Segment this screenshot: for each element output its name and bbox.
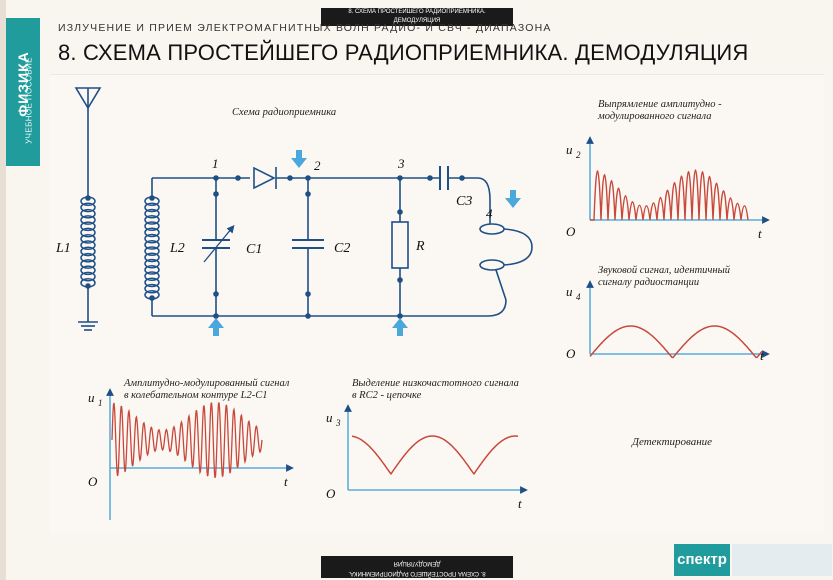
sound-ylabel: u	[566, 284, 573, 299]
arrow-down-icon	[505, 190, 521, 208]
detection-label: Детектирование	[632, 436, 713, 448]
am-ylabel-sub: 1	[98, 398, 103, 408]
am-caption: Амплитудно-модулированный сигнал в колеб…	[124, 378, 289, 402]
ground-icon	[78, 321, 98, 331]
graph-rectified: u 2 O t	[566, 136, 770, 241]
am-xlabel: t	[284, 474, 288, 489]
label-c3: C3	[456, 194, 472, 209]
label-l2: L2	[169, 241, 185, 256]
am-ylabel: u	[88, 390, 95, 405]
lowfreq-caption-line1: Выделение низкочастотного сигнала	[352, 378, 519, 389]
publisher-logo: спектр	[674, 544, 730, 576]
am-origin: O	[88, 474, 98, 489]
graph-sound: u 4 O t	[566, 280, 770, 363]
rectified-ylabel: u	[566, 142, 573, 157]
rectified-ylabel-sub: 2	[576, 150, 581, 160]
capacitor-c3	[439, 166, 449, 190]
sound-ylabel-sub: 4	[576, 292, 581, 302]
headphones-icon	[479, 200, 533, 301]
junction-dots	[149, 175, 465, 319]
label-r: R	[415, 239, 425, 254]
sheet-label-line2: ДЕМОДУЛЯЦИЯ	[393, 18, 441, 24]
label-l1: L1	[55, 241, 71, 256]
poster-title: 8. СХЕМА ПРОСТЕЙШЕГО РАДИОПРИЕМНИКА. ДЕМ…	[58, 40, 749, 65]
graph-am: u 1 O t	[88, 388, 294, 520]
sound-caption: Звуковой сигнал, идентичный сигналу ради…	[598, 265, 730, 289]
arrow-down-icon	[291, 150, 307, 168]
poster-left-edge	[0, 0, 6, 580]
coil-l1	[80, 196, 96, 288]
node-4: 4	[486, 206, 493, 221]
rectified-xlabel: t	[758, 226, 762, 241]
lowfreq-ylabel: u	[326, 410, 333, 425]
am-caption-line1: Амплитудно-модулированный сигнал	[124, 378, 290, 389]
pointer-arrows	[208, 150, 521, 336]
sound-caption-line2: сигналу радиостанции	[598, 277, 700, 288]
content-panel	[50, 74, 824, 533]
lowfreq-origin: O	[326, 486, 336, 501]
rectified-signal-curve	[590, 169, 749, 221]
lowfreq-caption-line2: в RC2 - цепочке	[352, 390, 422, 401]
lowfreq-caption: Выделение низкочастотного сигнала в RC2 …	[352, 378, 519, 402]
coil-l2	[144, 196, 160, 300]
sound-caption-line1: Звуковой сигнал, идентичный	[598, 265, 730, 276]
node-2: 2	[314, 158, 321, 173]
circuit-caption: Схема радиоприемника	[232, 107, 337, 118]
capacitor-c2	[292, 239, 324, 249]
antenna-branch	[74, 87, 102, 331]
publisher-info-block	[732, 544, 832, 576]
rectified-caption-line2: модулированного сигнала	[598, 111, 712, 122]
sheet-label-line1: 8. СХЕМА ПРОСТЕЙШЕГО РАДИОПРИЕМНИКА.	[348, 9, 486, 15]
lowfreq-signal-curve	[351, 435, 519, 475]
lowfreq-ylabel-sub: 3	[335, 418, 341, 428]
resistor-r	[391, 221, 409, 269]
capacitor-c1	[202, 224, 235, 263]
node-3: 3	[397, 156, 405, 171]
diode-icon	[253, 166, 277, 190]
arrow-up-icon	[208, 318, 224, 336]
sound-signal-curve	[589, 325, 763, 359]
poster-subtitle: ИЗЛУЧЕНИЕ И ПРИЕМ ЭЛЕКТРОМАГНИТНЫХ ВОЛН …	[58, 22, 552, 34]
side-tab: ФИЗИКА УЧЕБНОЕ ПОСОБИЕ	[6, 18, 40, 166]
footer-label-line1: 8. СХЕМА ПРОСТЕЙШЕГО РАДИОПРИЕМНИКА.	[348, 570, 486, 576]
arrow-up-icon	[392, 318, 408, 336]
sheet-label-bottom: 8. СХЕМА ПРОСТЕЙШЕГО РАДИОПРИЕМНИКА. ДЕМ…	[321, 556, 513, 578]
label-c1: C1	[246, 242, 262, 257]
lowfreq-xlabel: t	[518, 496, 522, 511]
am-caption-line2: в колебательном контуре L2-C1	[124, 390, 268, 401]
graph-lowfreq: u 3 O t	[326, 404, 528, 511]
am-signal-curve	[111, 402, 263, 478]
footer-label-line2: ДЕМОДУЛЯЦИЯ	[393, 560, 441, 566]
rectified-origin: O	[566, 224, 576, 239]
sheet-label-top: 8. СХЕМА ПРОСТЕЙШЕГО РАДИОПРИЕМНИКА. ДЕМ…	[321, 8, 513, 26]
sound-xlabel: t	[760, 348, 764, 363]
sound-origin: O	[566, 346, 576, 361]
label-c2: C2	[334, 241, 350, 256]
rectified-caption-line1: Выпрямление амплитудно -	[598, 99, 722, 110]
rectified-caption: Выпрямление амплитудно - модулированного…	[598, 99, 722, 123]
circuit-wires	[151, 177, 507, 317]
node-1: 1	[212, 156, 219, 171]
